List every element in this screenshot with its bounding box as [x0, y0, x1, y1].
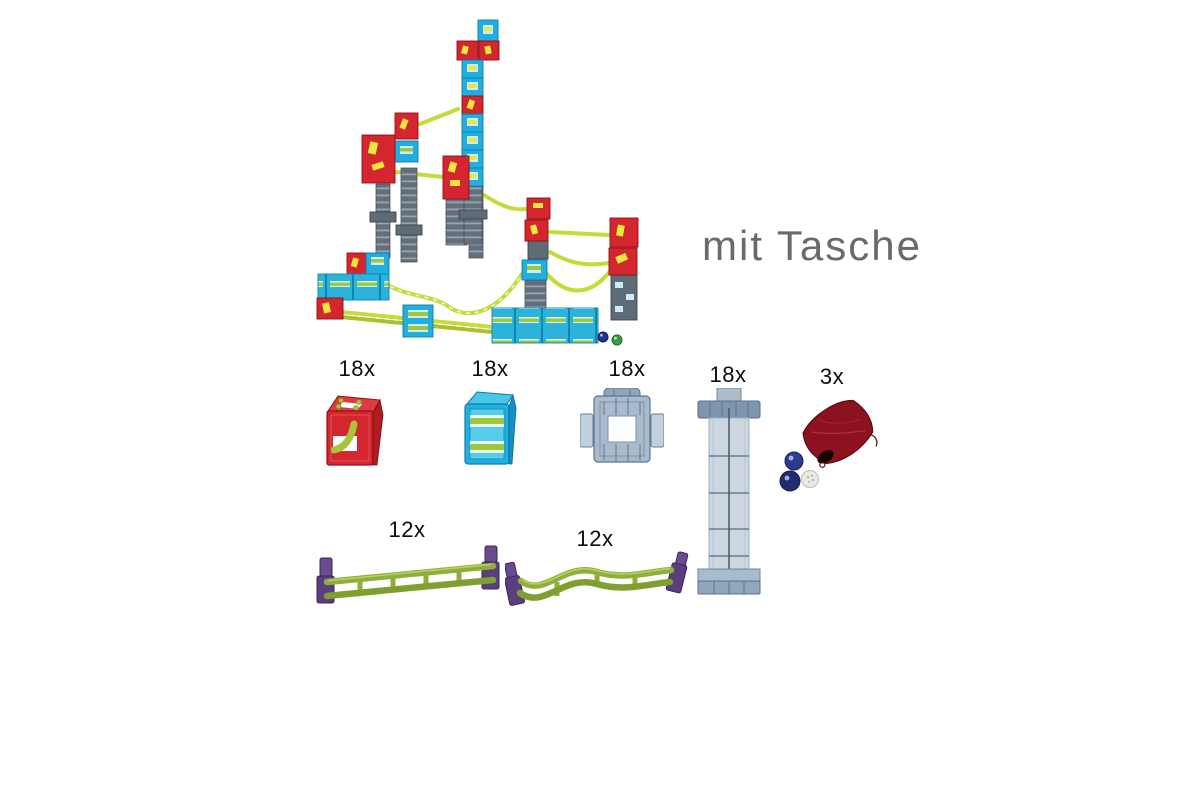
product-annotation: mit Tasche: [702, 222, 922, 269]
far-right-group: [608, 217, 639, 276]
assembled-marble-run-photo: [316, 19, 639, 346]
qty-label-frame-cube: 18x: [608, 356, 646, 381]
part-curved-rail-image: [505, 551, 689, 606]
centre-cube-column: [456, 19, 500, 187]
qty-label-blue-cube: 18x: [471, 356, 509, 381]
centre-red-cube: [442, 155, 470, 200]
part-marble-bag-image: [779, 399, 878, 492]
part-red-cube-image: [326, 395, 384, 466]
part-tower-pillar-image: [697, 388, 761, 595]
grey-pillars: [369, 167, 638, 321]
marble-navy-2: [779, 470, 801, 492]
qty-label-red-cube: 18x: [338, 356, 376, 381]
drawstring-bag: [802, 399, 878, 468]
part-straight-rail-image: [316, 545, 500, 604]
qty-label-straight-rail: 12x: [388, 517, 426, 542]
left-cube-group: [361, 112, 419, 184]
marble-green: [611, 334, 623, 346]
qty-label-bag: 3x: [819, 364, 845, 389]
part-blue-cube-image: [464, 391, 517, 465]
qty-label-curved-rail: 12x: [576, 526, 614, 551]
marble-navy: [597, 331, 609, 343]
qty-label-tower: 18x: [709, 362, 747, 387]
right-centre-group: [521, 197, 551, 281]
part-grey-frame-cube-image: [580, 388, 664, 463]
marble-navy-1: [784, 451, 804, 471]
bottom-left-group: [316, 252, 390, 320]
marble-white: [801, 470, 819, 488]
bottom-centre-group: [402, 304, 623, 346]
